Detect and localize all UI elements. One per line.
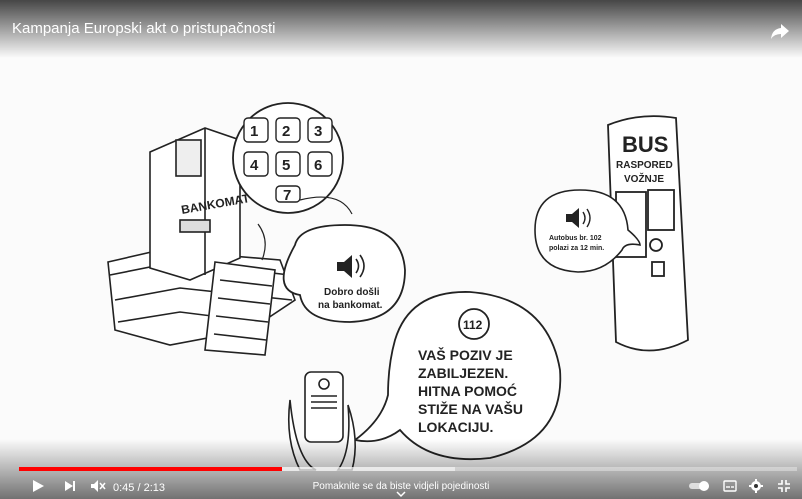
braille-key-7: 7 [283, 187, 291, 204]
fullscreen-exit-icon [778, 480, 790, 492]
emergency-line-1: VAŠ POZIV JE [418, 346, 513, 363]
braille-key-1: 1 [250, 123, 258, 140]
play-icon [33, 480, 44, 492]
time-display: 0:45 / 2:13 [113, 482, 165, 494]
autoplay-toggle[interactable] [687, 476, 713, 496]
bus-title: BUS [622, 132, 668, 157]
bus-subtitle-1: RASPORED [616, 160, 673, 171]
braille-keys [243, 117, 333, 203]
progress-played [19, 467, 282, 471]
subtitles-button[interactable] [720, 476, 740, 496]
atm-illustration [107, 127, 296, 356]
settings-button[interactable] [746, 476, 766, 496]
bus-bubble-line-1: Autobus br. 102 [549, 235, 602, 242]
emergency-number: 112 [463, 318, 483, 332]
atm-bubble-line-1: Dobro došli [324, 287, 380, 298]
settings-gear-icon [749, 479, 763, 493]
control-bar: 0:45 / 2:13 [0, 474, 802, 499]
emergency-line-4: STIŽE NA VAŠU [418, 400, 523, 417]
next-button[interactable] [60, 476, 80, 496]
bus-speaker-icon [566, 208, 591, 228]
share-arrow-icon[interactable] [770, 22, 790, 40]
bus-stop-pillar [607, 115, 689, 352]
braille-key-3: 3 [314, 123, 322, 140]
progress-bar[interactable] [19, 467, 797, 471]
title-bar [0, 0, 802, 58]
bus-bubble-line-2: polazi za 12 min. [549, 245, 604, 252]
next-icon [65, 481, 75, 491]
fullscreen-exit-button[interactable] [774, 476, 794, 496]
braille-key-4: 4 [250, 157, 259, 174]
mute-icon [91, 480, 106, 492]
bus-speech-bubble [534, 189, 641, 273]
play-button[interactable] [28, 476, 48, 496]
emergency-line-5: LOKACIJU. [418, 419, 493, 435]
chevron-down-icon[interactable] [396, 490, 406, 498]
speaker-icon [337, 254, 365, 278]
emergency-line-3: HITNA POMOĆ [418, 382, 517, 399]
mute-button[interactable] [88, 476, 108, 496]
video-title[interactable]: Kampanja Europski akt o pristupačnosti [12, 20, 276, 37]
bus-subtitle-2: VOŽNJE [624, 172, 664, 185]
autoplay-toggle-icon [689, 481, 709, 491]
atm-speech-bubble [282, 224, 406, 323]
braille-key-5: 5 [282, 157, 290, 174]
braille-key-6: 6 [314, 157, 322, 174]
subtitles-icon [723, 480, 737, 492]
emergency-line-2: ZABILJEZEN. [418, 365, 508, 381]
atm-bubble-line-2: na bankomat. [318, 300, 383, 311]
braille-key-2: 2 [282, 123, 290, 140]
emergency-number-badge [458, 308, 490, 340]
scroll-hint: Pomaknite se da biste vidjeli pojedinost… [312, 481, 490, 492]
